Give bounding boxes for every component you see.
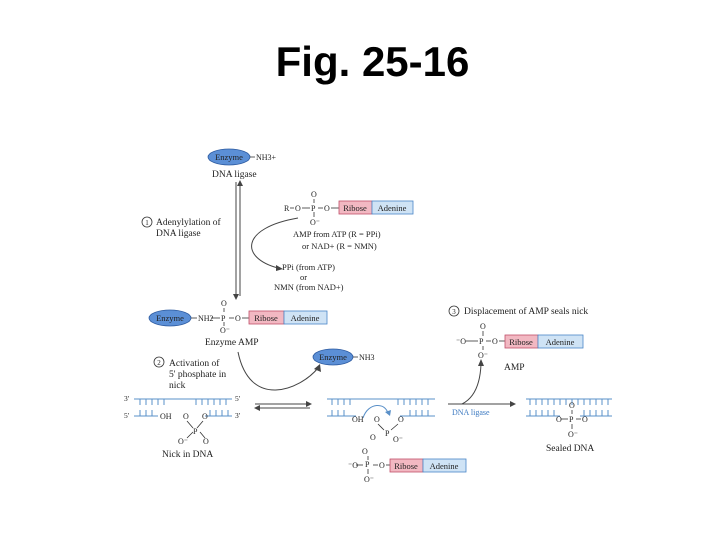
svg-text:Ribose: Ribose [343, 203, 367, 213]
svg-text:⁻O: ⁻O [348, 461, 358, 470]
svg-text:O⁻: O⁻ [310, 218, 320, 227]
svg-text:O: O [492, 337, 498, 346]
svg-text:O: O [235, 314, 241, 323]
step2-line3: nick [169, 381, 186, 391]
svg-text:O: O [370, 433, 376, 442]
step2-line2: 5' phosphate in [169, 370, 226, 380]
step2-line1: Activation of [169, 358, 220, 369]
svg-text:3': 3' [235, 411, 241, 420]
svg-text:O: O [398, 415, 404, 424]
svg-text:Enzyme: Enzyme [319, 352, 347, 362]
svg-text:P: P [221, 314, 226, 323]
svg-text:O⁻: O⁻ [220, 326, 230, 335]
slide-title: Fig. 25-16 [275, 38, 470, 85]
svg-text:O: O [324, 204, 330, 213]
svg-text:O: O [183, 412, 189, 421]
svg-text:O⁻: O⁻ [364, 475, 374, 484]
step2-curved-arrow [237, 351, 319, 391]
svg-text:O: O [480, 322, 486, 331]
svg-text:O: O [311, 190, 317, 199]
step1-number: 1 [145, 219, 149, 227]
dna-ligase-label: DNA ligase [212, 170, 257, 180]
svg-text:O: O [295, 204, 301, 213]
svg-text:NH2: NH2 [198, 314, 214, 323]
nick-in-dna-label: Nick in DNA [162, 450, 213, 460]
svg-text:O⁻: O⁻ [568, 430, 578, 439]
svg-text:O: O [582, 415, 588, 424]
or-nad-label: or NAD+ (R = NMN) [302, 241, 377, 251]
amp-label: AMP [504, 363, 525, 373]
svg-text:3': 3' [124, 394, 130, 403]
svg-text:O: O [556, 415, 562, 424]
svg-text:P: P [569, 415, 574, 424]
step1-curved-arrow [251, 217, 299, 269]
svg-text:O⁻: O⁻ [478, 351, 488, 360]
svg-text:O: O [374, 415, 380, 424]
svg-text:OH: OH [160, 412, 172, 421]
r-group: R [284, 204, 290, 213]
step1-line1: Adenylylation of [156, 217, 221, 228]
svg-text:OH: OH [352, 415, 364, 424]
nmn-label: NMN (from NAD+) [274, 282, 344, 292]
svg-text:O⁻: O⁻ [178, 437, 188, 446]
svg-text:5': 5' [124, 411, 130, 420]
svg-text:O: O [362, 447, 368, 456]
svg-text:O: O [203, 437, 209, 446]
svg-text:Adenine: Adenine [291, 313, 320, 323]
svg-text:O: O [221, 299, 227, 308]
svg-text:Adenine: Adenine [430, 461, 459, 471]
step3-number: 3 [452, 308, 456, 316]
ppi-label: PPi (from ATP) [282, 262, 335, 272]
svg-text:⁻O: ⁻O [456, 337, 466, 346]
sealed-dna-label: Sealed DNA [546, 444, 594, 454]
svg-text:O: O [569, 401, 575, 410]
svg-text:P: P [365, 460, 370, 469]
adenine-box-3 [422, 458, 467, 473]
enzyme-amp-label: Enzyme AMP [205, 338, 259, 348]
dna-ligase-blue-label: DNA ligase [452, 408, 490, 417]
svg-text:P: P [193, 427, 198, 436]
step1-line2: DNA ligase [156, 229, 201, 239]
step3-label: Displacement of AMP seals nick [464, 306, 588, 317]
step2-number: 2 [157, 359, 161, 367]
svg-text:P: P [385, 429, 390, 438]
svg-text:P: P [479, 337, 484, 346]
svg-text:or: or [300, 272, 307, 282]
svg-text:Adenine: Adenine [378, 203, 407, 213]
svg-text:O: O [379, 461, 385, 470]
svg-text:O: O [202, 412, 208, 421]
enzyme-label-top: Enzyme [215, 152, 243, 162]
svg-text:Enzyme: Enzyme [156, 313, 184, 323]
svg-text:NH3: NH3 [359, 353, 375, 362]
adenine-box-2 [283, 310, 328, 325]
svg-text:5': 5' [235, 394, 241, 403]
svg-text:Ribose: Ribose [509, 337, 533, 347]
svg-text:O⁻: O⁻ [393, 435, 403, 444]
svg-text:Adenine: Adenine [546, 337, 575, 347]
svg-text:P: P [311, 204, 316, 213]
svg-text:Ribose: Ribose [394, 461, 418, 471]
svg-text:Ribose: Ribose [254, 313, 278, 323]
adenine-box-1 [371, 200, 414, 215]
nh3plus-label: NH3+ [256, 153, 277, 162]
step3-curved-arrow [461, 363, 482, 405]
adenine-box-4 [537, 334, 584, 349]
amp-from-atp-label: AMP from ATP (R = PPi) [293, 229, 381, 239]
